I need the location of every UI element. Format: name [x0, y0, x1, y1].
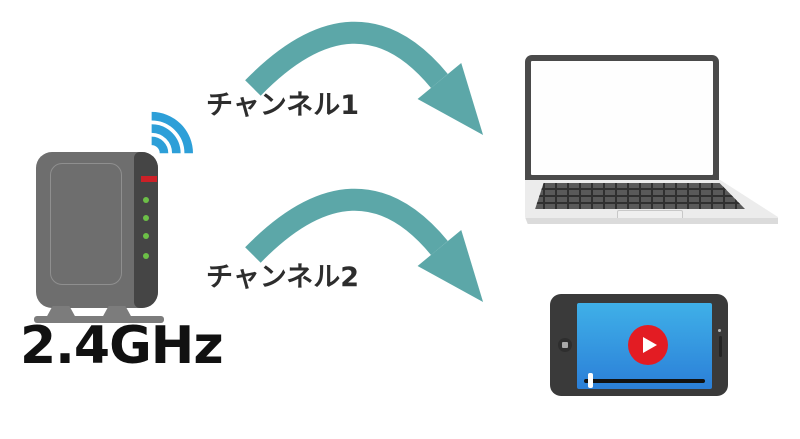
- router-stand-foot: [46, 306, 76, 318]
- play-icon: [628, 325, 668, 365]
- router-stand-base: [34, 316, 164, 323]
- laptop-base: [525, 180, 778, 224]
- phone-speaker-slot: [719, 336, 722, 357]
- wifi-router: [36, 152, 158, 308]
- router-led-indicator: [143, 253, 149, 259]
- laptop-trackpad: [617, 210, 683, 220]
- channel2-label: チャンネル2: [206, 262, 359, 293]
- phone-camera-dot: [718, 329, 721, 332]
- wifi-signal-icon: [151, 111, 193, 154]
- laptop-screen-bezel: [525, 55, 719, 183]
- router-power-stripe: [141, 176, 157, 182]
- laptop-keyboard: [535, 183, 745, 209]
- router-frequency-label: 2.4GHz: [20, 316, 224, 376]
- channel1-arrow-icon: [245, 21, 484, 135]
- channel1-label: チャンネル1: [206, 90, 359, 121]
- router-stand-foot: [102, 306, 132, 318]
- router-led-indicator: [143, 215, 149, 221]
- phone-home-button: [558, 338, 572, 352]
- video-progress-bar: [584, 379, 705, 383]
- smartphone: [550, 294, 728, 396]
- router-front-panel: [50, 163, 122, 285]
- router-side-panel: [134, 152, 158, 308]
- router-led-indicator: [143, 197, 149, 203]
- video-progress-thumb: [588, 373, 593, 388]
- router-led-indicator: [143, 233, 149, 239]
- phone-video-screen: [577, 303, 712, 389]
- laptop-display: [531, 61, 713, 175]
- laptop: [503, 53, 783, 225]
- channel2-arrow-icon: [245, 188, 484, 302]
